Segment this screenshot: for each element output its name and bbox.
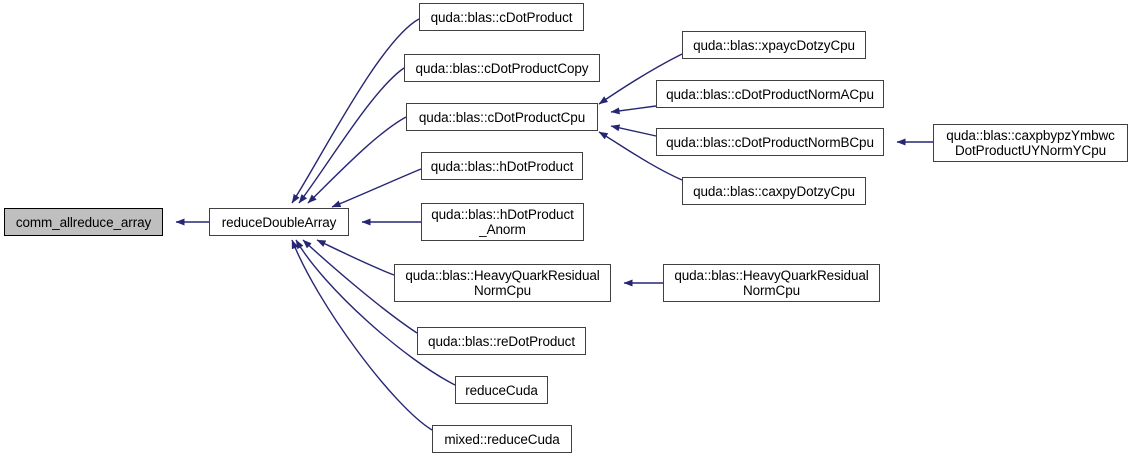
graph-node-reduceCuda[interactable]: reduceCuda bbox=[455, 376, 548, 404]
graph-node-label: quda::blas::HeavyQuarkResidual NormCpu bbox=[405, 268, 600, 298]
graph-edge-cDotProductCopy-to-reduceDoubleArray bbox=[298, 67, 405, 204]
graph-node-label: reduceCuda bbox=[465, 382, 538, 398]
graph-node-label: quda::blas::caxpbypzYmbwc DotProductUYNo… bbox=[946, 128, 1115, 158]
graph-node-label: quda::blas::HeavyQuarkResidual NormCpu bbox=[674, 268, 869, 298]
graph-node-caxpbypzYmbwcDotProductUYNormYCpu[interactable]: quda::blas::caxpbypzYmbwc DotProductUYNo… bbox=[933, 124, 1128, 162]
graph-node-label: quda::blas::cDotProductCopy bbox=[415, 60, 589, 76]
graph-node-HeavyQuarkResidualNormCpu_left[interactable]: quda::blas::HeavyQuarkResidual NormCpu bbox=[394, 264, 611, 302]
graph-node-HeavyQuarkResidualNormCpu_right[interactable]: quda::blas::HeavyQuarkResidual NormCpu bbox=[663, 264, 880, 302]
graph-node-label: quda::blas::cDotProductNormBCpu bbox=[666, 134, 874, 150]
graph-node-label: quda::blas::cDotProduct bbox=[430, 9, 573, 25]
graph-edge-cDotProductNormACpu-to-cDotProductCpu bbox=[610, 105, 657, 115]
graph-edge-reduceCuda-to-reduceDoubleArray bbox=[295, 239, 456, 386]
graph-node-cDotProductNormACpu[interactable]: quda::blas::cDotProductNormACpu bbox=[656, 80, 884, 108]
graph-node-label: quda::blas::reDotProduct bbox=[428, 333, 575, 349]
graph-node-label: comm_allreduce_array bbox=[15, 214, 152, 230]
graph-edge-cDotProductCpu-to-reduceDoubleArray bbox=[307, 116, 407, 204]
graph-node-label: quda::blas::hDotProduct _Anorm bbox=[431, 207, 574, 237]
graph-node-hDotProduct_Anorm[interactable]: quda::blas::hDotProduct _Anorm bbox=[421, 203, 584, 241]
graph-node-reDotProduct[interactable]: quda::blas::reDotProduct bbox=[417, 327, 586, 355]
graph-edge-HeavyQuarkResidualNormCpu_left-to-reduceDoubleArray bbox=[316, 239, 395, 276]
graph-node-label: mixed::reduceCuda bbox=[444, 431, 560, 447]
graph-node-label: quda::blas::cDotProductCpu bbox=[418, 109, 586, 125]
graph-edge-hDotProduct-to-reduceDoubleArray bbox=[331, 168, 422, 208]
graph-node-hDotProduct[interactable]: quda::blas::hDotProduct bbox=[421, 152, 583, 180]
graph-node-reduceDoubleArray[interactable]: reduceDoubleArray bbox=[209, 208, 349, 236]
graph-node-comm_allreduce_array[interactable]: comm_allreduce_array bbox=[4, 208, 163, 236]
graph-node-label: quda::blas::xpaycDotzyCpu bbox=[693, 37, 855, 53]
graph-node-label: quda::blas::hDotProduct bbox=[430, 158, 574, 174]
graph-node-cDotProductCpu[interactable]: quda::blas::cDotProductCpu bbox=[406, 103, 598, 131]
graph-node-label: reduceDoubleArray bbox=[221, 214, 337, 230]
graph-node-cDotProductNormBCpu[interactable]: quda::blas::cDotProductNormBCpu bbox=[656, 128, 884, 156]
graph-node-cDotProductCopy[interactable]: quda::blas::cDotProductCopy bbox=[404, 54, 600, 82]
graph-edge-cDotProductNormBCpu-to-cDotProductCpu bbox=[610, 124, 657, 137]
graph-node-caxpyDotzyCpu[interactable]: quda::blas::caxpyDotzyCpu bbox=[682, 177, 866, 205]
graph-node-xpaycDotzyCpu[interactable]: quda::blas::xpaycDotzyCpu bbox=[682, 31, 866, 59]
graph-edge-cDotProduct-to-reduceDoubleArray bbox=[291, 18, 420, 204]
graph-node-label: quda::blas::cDotProductNormACpu bbox=[666, 86, 874, 102]
graph-node-mixed_reduceCuda[interactable]: mixed::reduceCuda bbox=[432, 425, 572, 453]
graph-node-label: quda::blas::caxpyDotzyCpu bbox=[693, 183, 855, 199]
graph-node-cDotProduct[interactable]: quda::blas::cDotProduct bbox=[419, 3, 584, 31]
